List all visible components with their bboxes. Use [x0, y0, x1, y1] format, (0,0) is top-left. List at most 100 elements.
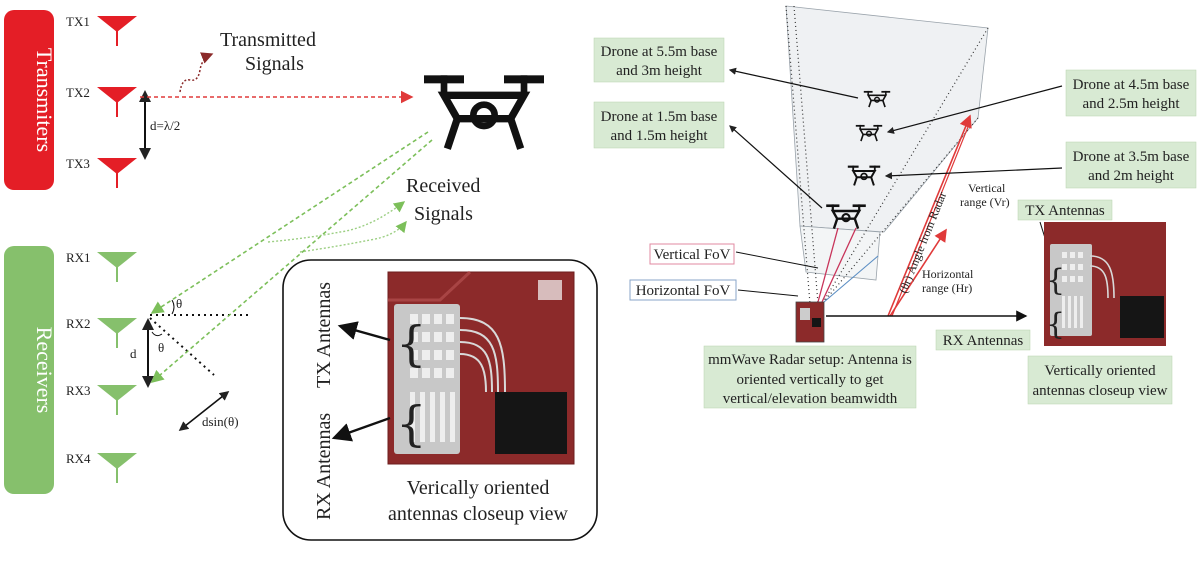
radar-setup-line1: mmWave Radar setup: Antenna is	[708, 352, 912, 368]
tx3-antenna-icon	[97, 158, 137, 188]
tx2-label: TX2	[66, 85, 90, 100]
horizontal-range-line1: Horizontal	[922, 267, 974, 281]
closeup-tx-label: TX Antennas	[313, 282, 335, 388]
tx1-label: TX1	[66, 14, 90, 29]
drone-15-label: Drone at 1.5m base and 1.5m height	[593, 101, 725, 149]
right-closeup-line2: antennas closeup view	[1033, 383, 1168, 399]
tx1-antenna-icon	[97, 16, 137, 46]
radar-setup-label: mmWave Radar setup: Antenna is oriented …	[703, 345, 917, 409]
closeup-caption-line1: Verically oriented	[407, 477, 550, 499]
drone-55-line1: Drone at 5.5m base	[601, 44, 718, 60]
theta-top-arc	[171, 299, 175, 315]
rx-spacing-label: d	[130, 346, 137, 361]
received-squiggle-1	[267, 201, 406, 243]
tx-spacing-label: d=λ/2	[150, 118, 180, 133]
transmitters-bar	[4, 10, 54, 190]
right-closeup-line1: Vertically oriented	[1044, 363, 1156, 379]
drone-15-pointer	[729, 125, 823, 209]
horizontal-range-line	[891, 121, 971, 317]
svg-text:{: {	[1046, 263, 1065, 298]
closeup-panel: { { TX Antennas RX Antennas Verically or…	[282, 259, 598, 541]
rx3-label: RX3	[66, 383, 91, 398]
rx-incidence-line	[149, 317, 215, 376]
drone-55-line2: and 3m height	[616, 63, 703, 79]
closeup-caption-line2: antennas closeup view	[388, 503, 568, 525]
fov-red-line-2	[821, 227, 857, 303]
dsin-label: dsin(θ)	[202, 414, 239, 429]
closeup-tx-arrow	[337, 321, 391, 342]
theta-mid: θ	[158, 340, 164, 355]
horizontal-fov-pointer	[737, 289, 799, 297]
vertical-range-line2: range (Vr)	[960, 195, 1010, 209]
drone-35-line2: and 2m height	[1088, 168, 1175, 184]
rx4-antenna-icon	[97, 453, 137, 483]
drone-45-pointer	[886, 85, 1063, 134]
drone-45-line1: Drone at 4.5m base	[1073, 77, 1190, 93]
horizontal-fov-label: Horizontal FoV	[629, 279, 737, 301]
theta-top: θ	[176, 296, 182, 311]
transmitted-line2: Signals	[245, 53, 304, 75]
closeup-rx-label: RX Antennas	[313, 413, 335, 520]
fov-volume	[785, 5, 989, 305]
transmitted-squiggle	[179, 52, 214, 93]
pcb-image: { {	[387, 270, 575, 465]
transmitters-label: Transmiters	[32, 48, 57, 152]
receivers-label: Receivers	[32, 327, 57, 414]
horizontal-fov-text: Horizontal FoV	[636, 283, 731, 299]
drone-45-label: Drone at 4.5m base and 2.5m height	[1065, 69, 1197, 117]
drone-icon	[424, 75, 544, 148]
rx3-antenna-icon	[97, 385, 137, 415]
dsin-arrow	[178, 391, 230, 431]
svg-text:{: {	[1046, 307, 1065, 342]
transmitted-line1: Transmitted	[220, 29, 316, 51]
vertical-range-line	[887, 114, 972, 317]
received-line2: Signals	[414, 203, 473, 225]
received-line1: Received	[406, 175, 480, 197]
closeup-rx-arrow	[331, 416, 391, 442]
received-beam-2	[150, 139, 433, 384]
receivers-bar	[4, 246, 54, 494]
rx1-antenna-icon	[97, 252, 137, 282]
radar-device-icon	[795, 301, 825, 343]
rx2-antenna-icon	[97, 318, 137, 348]
right-closeup-label: Vertically oriented antennas closeup vie…	[1027, 355, 1173, 405]
svg-text:{: {	[396, 396, 427, 452]
rx2-label: RX2	[66, 316, 91, 331]
tx3-label: TX3	[66, 156, 90, 171]
vertical-fov-text: Vertical FoV	[653, 247, 730, 263]
rx-antenna-group: RX1 RX2 RX3 RX4	[66, 250, 137, 483]
rx4-label: RX4	[66, 451, 91, 466]
fov-blue-line	[823, 255, 879, 303]
drone-15-line2: and 1.5m height	[610, 128, 708, 144]
radar-setup-line2: oriented vertically to get	[736, 372, 884, 388]
rx-antennas-right-text: RX Antennas	[943, 333, 1024, 349]
horizontal-range-line2: range (Hr)	[922, 281, 972, 295]
fov-red-line-1	[817, 227, 839, 303]
received-beam-1	[150, 131, 429, 314]
drone-35-line1: Drone at 3.5m base	[1073, 149, 1190, 165]
transmitters-panel: Transmiters	[4, 10, 57, 190]
angle-line	[889, 228, 947, 317]
drone-15-line1: Drone at 1.5m base	[601, 109, 718, 125]
drone-35-pointer	[884, 167, 1063, 180]
radar-setup-line3: vertical/elevation beamwidth	[723, 391, 898, 407]
received-squiggle-2	[299, 220, 407, 253]
svg-text:{: {	[396, 316, 427, 372]
drone-55-pointer	[728, 67, 859, 99]
tx-antennas-right-text: TX Antennas	[1025, 203, 1105, 219]
tx-antenna-group: TX1 TX2 TX3	[66, 14, 137, 188]
rx1-label: RX1	[66, 250, 91, 265]
theta-mid-arc	[151, 331, 163, 337]
rx-antennas-right-label: RX Antennas	[935, 329, 1031, 351]
tx-antennas-right-label: TX Antennas	[1017, 199, 1113, 221]
drone-35-label: Drone at 3.5m base and 2m height	[1065, 141, 1197, 189]
receivers-panel: Receivers	[4, 246, 57, 494]
vertical-range-line1: Vertical	[968, 181, 1006, 195]
vertical-fov-label: Vertical FoV	[649, 243, 735, 265]
drone-45-line2: and 2.5m height	[1082, 96, 1180, 112]
tx2-antenna-icon	[97, 87, 137, 117]
vertical-fov-pointer	[735, 251, 819, 269]
right-pcb-image: { {	[1044, 222, 1166, 346]
drone-55-label: Drone at 5.5m base and 3m height	[593, 37, 725, 83]
